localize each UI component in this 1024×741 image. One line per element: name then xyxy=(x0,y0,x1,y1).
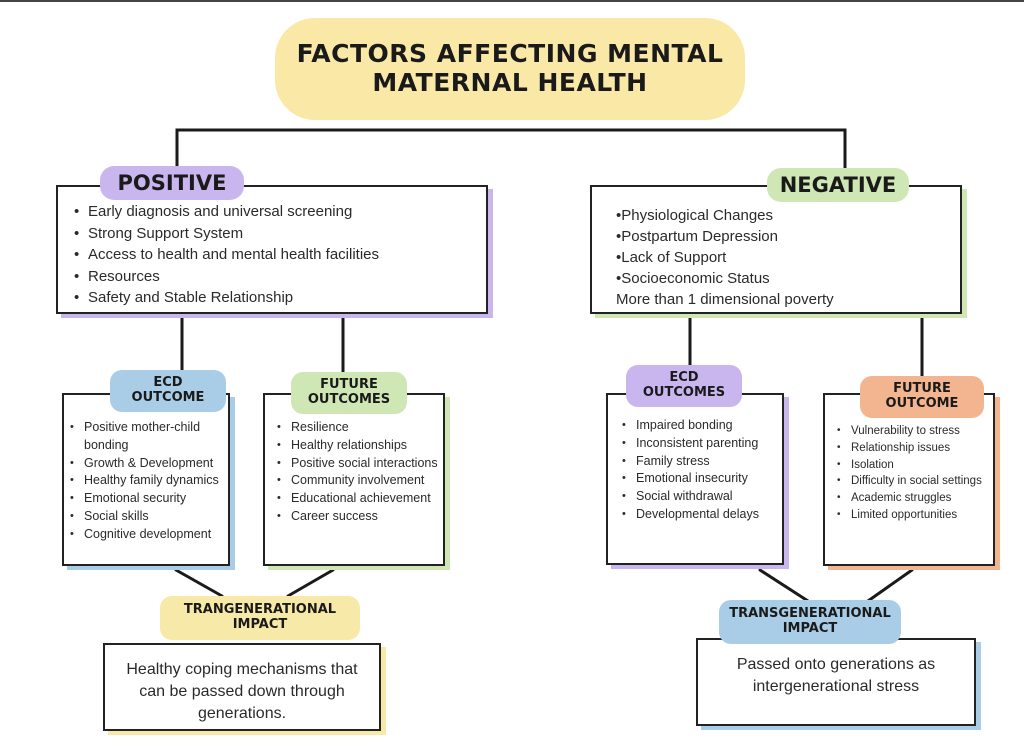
label-line: ECD xyxy=(153,375,183,391)
list-item: Vulnerability to stress xyxy=(837,423,989,440)
list-item: Resilience xyxy=(277,419,439,437)
list-item: Academic struggles xyxy=(837,490,989,507)
negative-ecd-box: Impaired bonding Inconsistent parenting … xyxy=(606,393,784,565)
list-item: Social withdrawal xyxy=(622,488,778,506)
positive-future-box: Resilience Healthy relationships Positiv… xyxy=(263,393,445,566)
negative-label: NEGATIVE xyxy=(767,168,909,202)
positive-impact-label: TRANGENERATIONAL IMPACT xyxy=(160,596,360,640)
list-item: Career success xyxy=(277,508,439,526)
negative-impact-box: Passed onto generations as intergenerati… xyxy=(696,638,976,726)
list-item: Resources xyxy=(72,266,476,288)
title-banner: FACTORS AFFECTING MENTAL MATERNAL HEALTH xyxy=(275,18,745,120)
list-item: Emotional security xyxy=(70,490,224,508)
list-item: •Lack of Support xyxy=(616,249,727,266)
label-line: ECD xyxy=(669,370,699,386)
title-branch-line xyxy=(175,128,847,170)
list-item: Access to health and mental health facil… xyxy=(72,244,476,266)
list-item: Limited opportunities xyxy=(837,507,989,524)
negative-future-list: Vulnerability to stress Relationship iss… xyxy=(837,423,989,524)
list-item: Safety and Stable Relationship xyxy=(72,287,476,309)
list-item: Positive social interactions xyxy=(277,455,439,473)
positive-impact-text: Healthy coping mechanisms that can be pa… xyxy=(126,661,358,722)
negative-future-label: FUTURE OUTCOME xyxy=(860,376,984,418)
list-item: Early diagnosis and universal screening xyxy=(72,201,476,223)
list-item: Difficulty in social settings xyxy=(837,473,989,490)
list-item: Growth & Development xyxy=(70,455,224,473)
list-item: •Postpartum Depression xyxy=(616,228,778,245)
label-line: FUTURE xyxy=(893,381,951,397)
list-item: Positive mother-child bonding xyxy=(70,419,224,455)
negative-ecd-list: Impaired bonding Inconsistent parenting … xyxy=(622,417,778,524)
list-item: Community involvement xyxy=(277,472,439,490)
list-item: Healthy family dynamics xyxy=(70,472,224,490)
title-line-2: MATERNAL HEALTH xyxy=(372,68,648,97)
positive-factors-list: Early diagnosis and universal screening … xyxy=(72,201,476,309)
list-item: •Physiological Changes xyxy=(616,207,774,224)
positive-future-list: Resilience Healthy relationships Positiv… xyxy=(277,419,439,526)
list-item: Developmental delays xyxy=(622,506,778,524)
list-item: Family stress xyxy=(622,453,778,471)
label-line: IMPACT xyxy=(232,617,288,632)
neg-future-to-impact-line xyxy=(866,568,914,603)
positive-ecd-box: Positive mother-child bonding Growth & D… xyxy=(62,393,230,566)
positive-impact-box: Healthy coping mechanisms that can be pa… xyxy=(103,643,381,731)
positive-future-label: FUTURE OUTCOMES xyxy=(291,372,407,414)
list-item: Strong Support System xyxy=(72,223,476,245)
negative-impact-label: TRANSGENERATIONAL IMPACT xyxy=(719,600,901,644)
list-item: Isolation xyxy=(837,457,989,474)
pos-ecd-to-impact-line xyxy=(174,568,224,598)
label-line: OUTCOMES xyxy=(307,392,391,407)
negative-future-box: Vulnerability to stress Relationship iss… xyxy=(823,393,995,566)
pos-future-to-impact-line xyxy=(286,568,335,598)
label-line: FUTURE xyxy=(320,377,378,393)
positive-ecd-label: ECD OUTCOME xyxy=(110,370,226,412)
top-border-line xyxy=(0,0,1024,2)
label-line: OUTCOME xyxy=(131,390,205,405)
list-item: More than 1 dimensional poverty xyxy=(616,291,834,308)
list-item: Cognitive development xyxy=(70,526,224,544)
positive-label: POSITIVE xyxy=(100,166,244,200)
list-item: Social skills xyxy=(70,508,224,526)
list-item: Relationship issues xyxy=(837,440,989,457)
neg-ecd-to-impact-line xyxy=(758,568,810,603)
list-item: Impaired bonding xyxy=(622,417,778,435)
negative-ecd-label: ECD OUTCOMES xyxy=(626,365,742,407)
positive-ecd-list: Positive mother-child bonding Growth & D… xyxy=(70,419,224,544)
list-item: Emotional insecurity xyxy=(622,470,778,488)
label-line: IMPACT xyxy=(782,621,838,636)
negative-factors-box: •Physiological Changes •Postpartum Depre… xyxy=(590,185,962,314)
label-line: TRANSGENERATIONAL xyxy=(729,606,891,622)
negative-impact-text: Passed onto generations as intergenerati… xyxy=(736,656,936,695)
positive-factors-box: Early diagnosis and universal screening … xyxy=(56,185,488,314)
list-item: •Socioeconomic Status xyxy=(616,270,770,287)
label-line: OUTCOMES xyxy=(642,385,726,400)
label-line: OUTCOME xyxy=(885,396,959,411)
list-item: Educational achievement xyxy=(277,490,439,508)
list-item: Inconsistent parenting xyxy=(622,435,778,453)
label-line: TRANGENERATIONAL xyxy=(183,602,337,618)
list-item: Healthy relationships xyxy=(277,437,439,455)
title-line-1: FACTORS AFFECTING MENTAL xyxy=(296,39,724,69)
negative-factors-list: •Physiological Changes •Postpartum Depre… xyxy=(616,205,950,310)
